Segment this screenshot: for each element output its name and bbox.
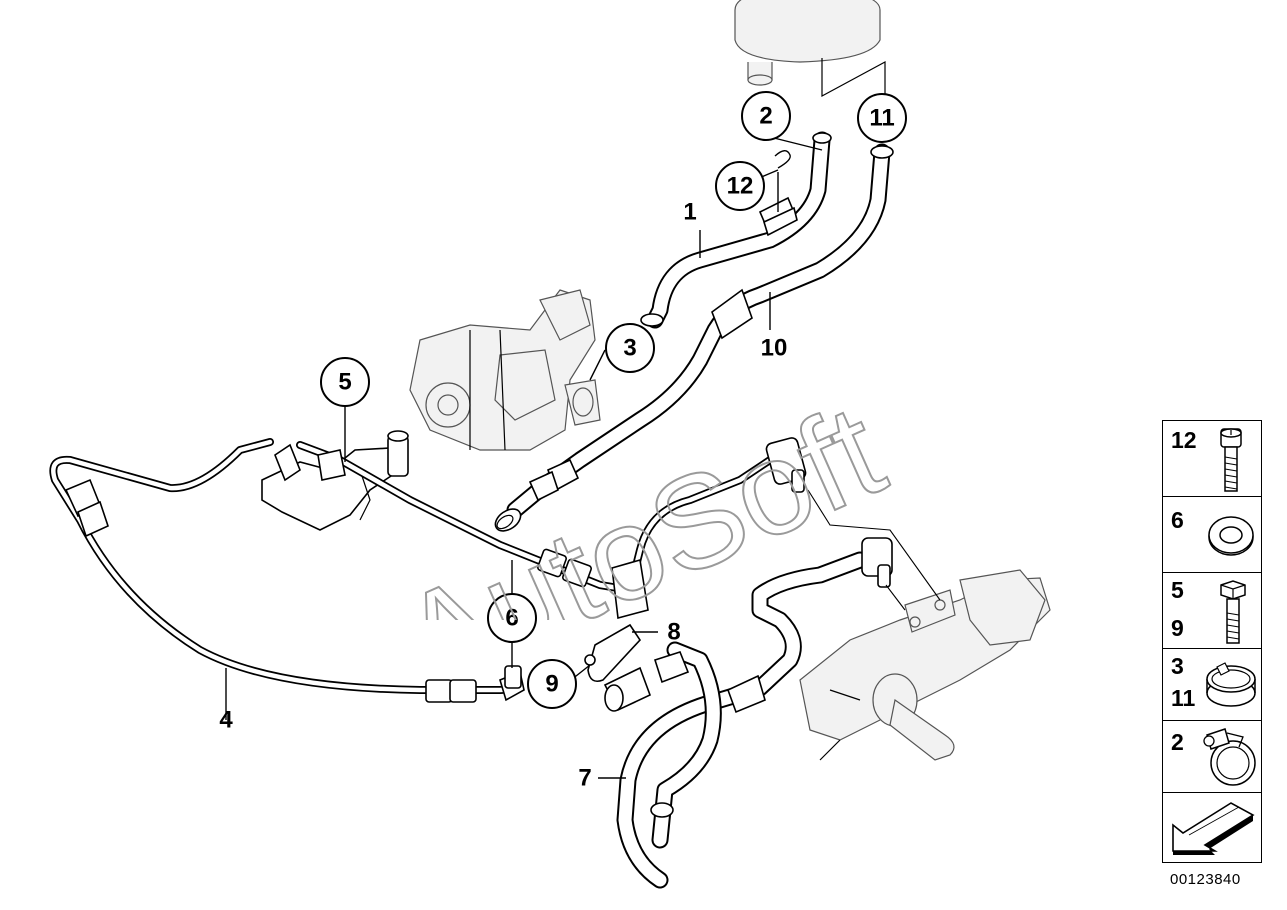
legend-row-5-9: 5 9: [1163, 573, 1261, 649]
callout-11-label: 11: [869, 105, 894, 132]
callout-9[interactable]: 9: [527, 659, 577, 709]
callout-2-label: 2: [759, 103, 772, 130]
callout-11[interactable]: 11: [857, 93, 907, 143]
callout-3[interactable]: 3: [605, 323, 655, 373]
link-line: [885, 584, 906, 611]
callout-3-label: 3: [623, 335, 636, 362]
drawing-number: 00123840: [1170, 871, 1241, 888]
power-steering-pump: [409, 289, 601, 451]
legend-label: 6: [1171, 507, 1184, 533]
legend-label: 3: [1171, 653, 1184, 679]
legend-label: 2: [1171, 729, 1184, 755]
callout-12-label: 12: [727, 173, 754, 200]
legend-label: 5: [1171, 577, 1184, 603]
bracket-8: [584, 623, 642, 683]
callout-6-label: 6: [505, 605, 518, 632]
label-10[interactable]: 10: [761, 335, 788, 362]
callout-5[interactable]: 5: [320, 357, 370, 407]
pipe-to-gear-upper: [611, 437, 807, 620]
worm-clamp-icon: [1203, 728, 1256, 786]
callout-2[interactable]: 2: [741, 91, 791, 141]
legend-row-arrow: [1163, 793, 1261, 862]
spring-clamp-icon: [1206, 662, 1256, 707]
legend-label: 9: [1171, 615, 1184, 641]
legend-row-3-11: 3 11: [1163, 649, 1261, 721]
hex-bolt-icon: [1220, 580, 1246, 644]
callout-9-label: 9: [545, 671, 558, 698]
label-8[interactable]: 8: [667, 619, 680, 646]
legend-row-12: 12: [1163, 421, 1261, 497]
legend-label: 11: [1171, 685, 1196, 711]
legend-row-6: 6: [1163, 497, 1261, 573]
legend-label: 12: [1171, 427, 1197, 453]
washer-icon: [1208, 516, 1254, 556]
legend-row-2: 2: [1163, 721, 1261, 793]
arrow-icon: [1172, 802, 1255, 855]
mounting-bracket: [261, 430, 409, 531]
callout-5-label: 5: [338, 369, 351, 396]
hose-1: [640, 131, 832, 329]
label-7[interactable]: 7: [578, 765, 591, 792]
pressure-line-4: [49, 438, 525, 703]
hose-7: [603, 537, 893, 889]
callout-12[interactable]: 12: [715, 161, 765, 211]
link-line: [807, 489, 941, 601]
callout-6[interactable]: 6: [487, 593, 537, 643]
legend-table: 12 6 5 9 3 11: [1162, 420, 1262, 863]
pressure-line-upper: [296, 441, 634, 594]
bolt-icon: [1220, 428, 1242, 492]
steering-gear: [799, 569, 1051, 761]
reservoir: [734, 0, 886, 98]
hose-10: [494, 143, 894, 532]
label-1[interactable]: 1: [683, 199, 696, 226]
label-4[interactable]: 4: [219, 707, 233, 734]
